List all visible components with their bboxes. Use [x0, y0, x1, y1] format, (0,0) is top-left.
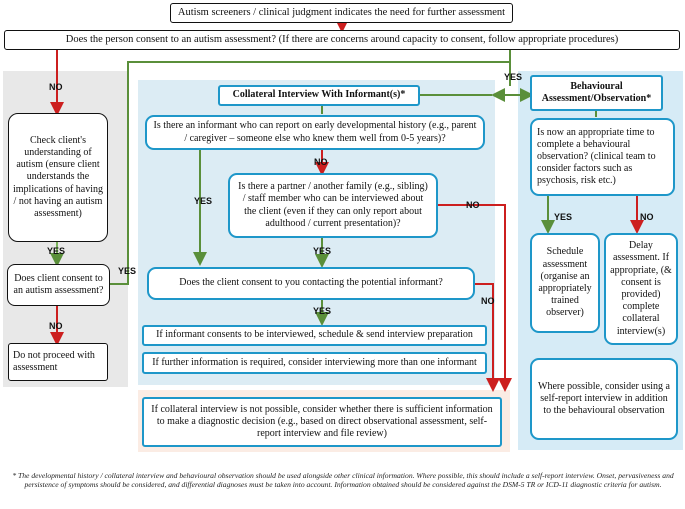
no-label-consent: NO — [49, 82, 63, 92]
yes-label-consent: YES — [504, 72, 523, 82]
no-label-partner: NO — [466, 200, 480, 210]
yes-label-consent-again: YES — [118, 266, 137, 276]
not-possible-box: If collateral interview is not possible,… — [142, 397, 502, 447]
screener-box: Autism screeners / clinical judgment ind… — [170, 3, 513, 23]
delay-assessment-box: Delay assessment. If appropriate, (& con… — [604, 233, 678, 345]
no-label-contact: NO — [481, 296, 495, 306]
consent-question-box: Does the person consent to an autism ass… — [4, 30, 680, 50]
do-not-proceed-box: Do not proceed with assessment — [8, 343, 108, 381]
yes-label-contact: YES — [313, 306, 332, 316]
yes-label-time: YES — [554, 212, 573, 222]
footnote: * The developmental history / collateral… — [12, 471, 674, 490]
contact-consent-box: Does the client consent to you contactin… — [147, 267, 475, 300]
yes-label-check: YES — [47, 246, 66, 256]
check-understanding-box: Check client's understanding of autism (… — [8, 113, 108, 242]
more-informants-box: If further information is required, cons… — [142, 352, 487, 374]
collateral-title: Collateral Interview With Informant(s)* — [218, 85, 420, 106]
appropriate-time-box: Is now an appropriate time to complete a… — [530, 118, 675, 196]
no-label-consent-again: NO — [49, 321, 63, 331]
client-consent-box: Does client consent to an autism assessm… — [7, 264, 110, 306]
informant-question-box: Is there an informant who can report on … — [145, 115, 485, 150]
schedule-interview-box: If informant consents to be interviewed,… — [142, 325, 487, 346]
no-label-informant: NO — [314, 157, 328, 167]
yes-label-partner: YES — [313, 246, 332, 256]
yes-label-informant: YES — [194, 196, 213, 206]
self-report-box: Where possible, consider using a self-re… — [530, 358, 678, 440]
behavioural-title: Behavioural Assessment/Observation* — [530, 75, 663, 111]
partner-question-box: Is there a partner / another family (e.g… — [228, 173, 438, 238]
schedule-assessment-box: Schedule assessment (organise an appropr… — [530, 233, 600, 333]
no-label-time: NO — [640, 212, 654, 222]
